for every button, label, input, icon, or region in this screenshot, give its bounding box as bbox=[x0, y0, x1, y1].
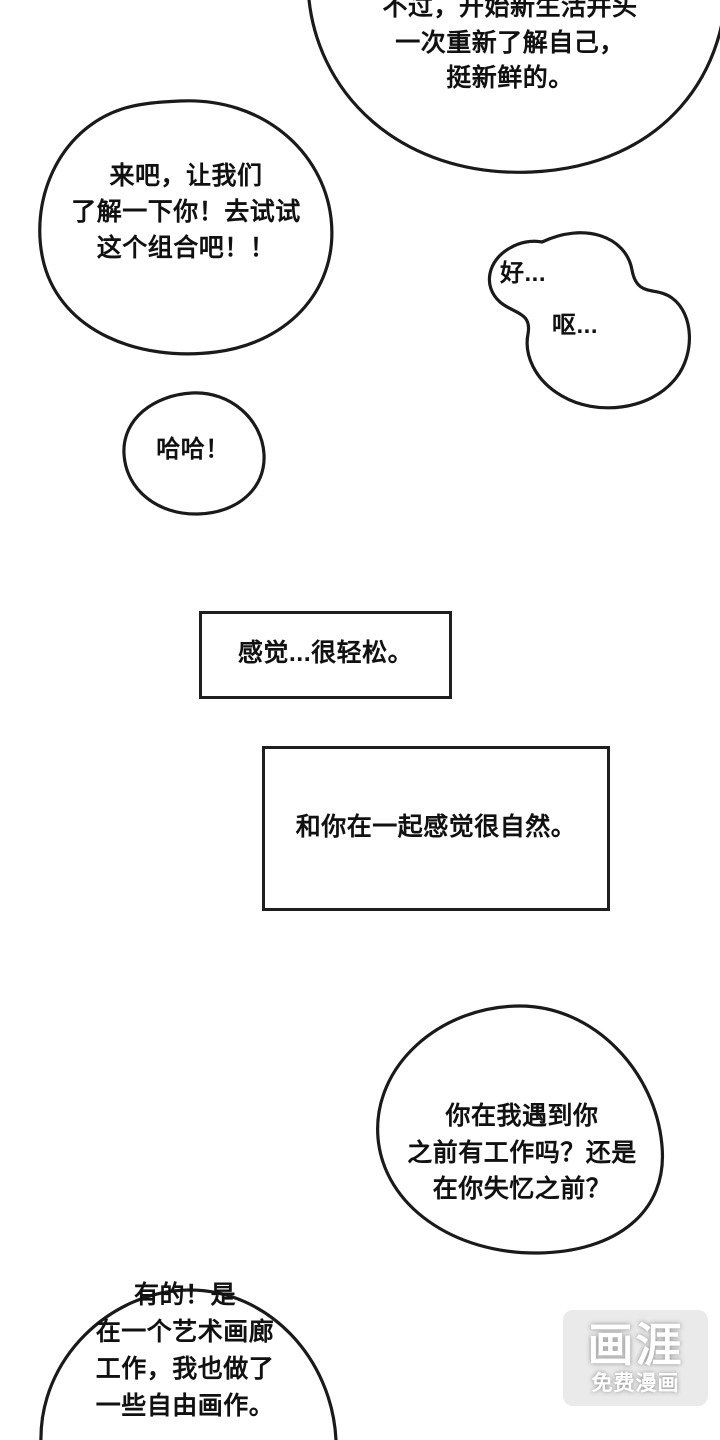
speech-bubble-haha-text: 哈哈！ bbox=[156, 436, 230, 463]
caption-box-1-text: 感觉...很轻松。 bbox=[237, 639, 414, 667]
speech-bubble-top-text: 不过，开始新生活并头 一次重新了解自己， 挺新鲜的。 bbox=[382, 0, 638, 92]
watermark-subtitle: 免费漫画 bbox=[591, 1372, 680, 1395]
caption-box-2 bbox=[262, 746, 610, 911]
watermark-logo-text: 画涯 bbox=[587, 1319, 684, 1371]
speech-bubble-ok-line-1: 好... bbox=[500, 260, 547, 287]
speech-bubble-question-text: 你在我遇到你 之前有工作吗？还是 在你失忆之前？ bbox=[407, 1102, 637, 1203]
speech-bubble-answer-text: 有的！是 在一个艺术画廊 工作，我也做了 一些自由画作。 bbox=[95, 1281, 275, 1420]
speech-bubble-ok-line-2: 呕... bbox=[552, 312, 599, 339]
caption-box-1 bbox=[199, 611, 452, 699]
caption-box-2-text: 和你在一起感觉很自然。 bbox=[295, 813, 577, 841]
watermark: 画涯 免费漫画 bbox=[563, 1310, 708, 1406]
speech-bubble-invite-text: 来吧，让我们 了解一下你！去试试 这个组合吧！！ bbox=[71, 162, 301, 262]
